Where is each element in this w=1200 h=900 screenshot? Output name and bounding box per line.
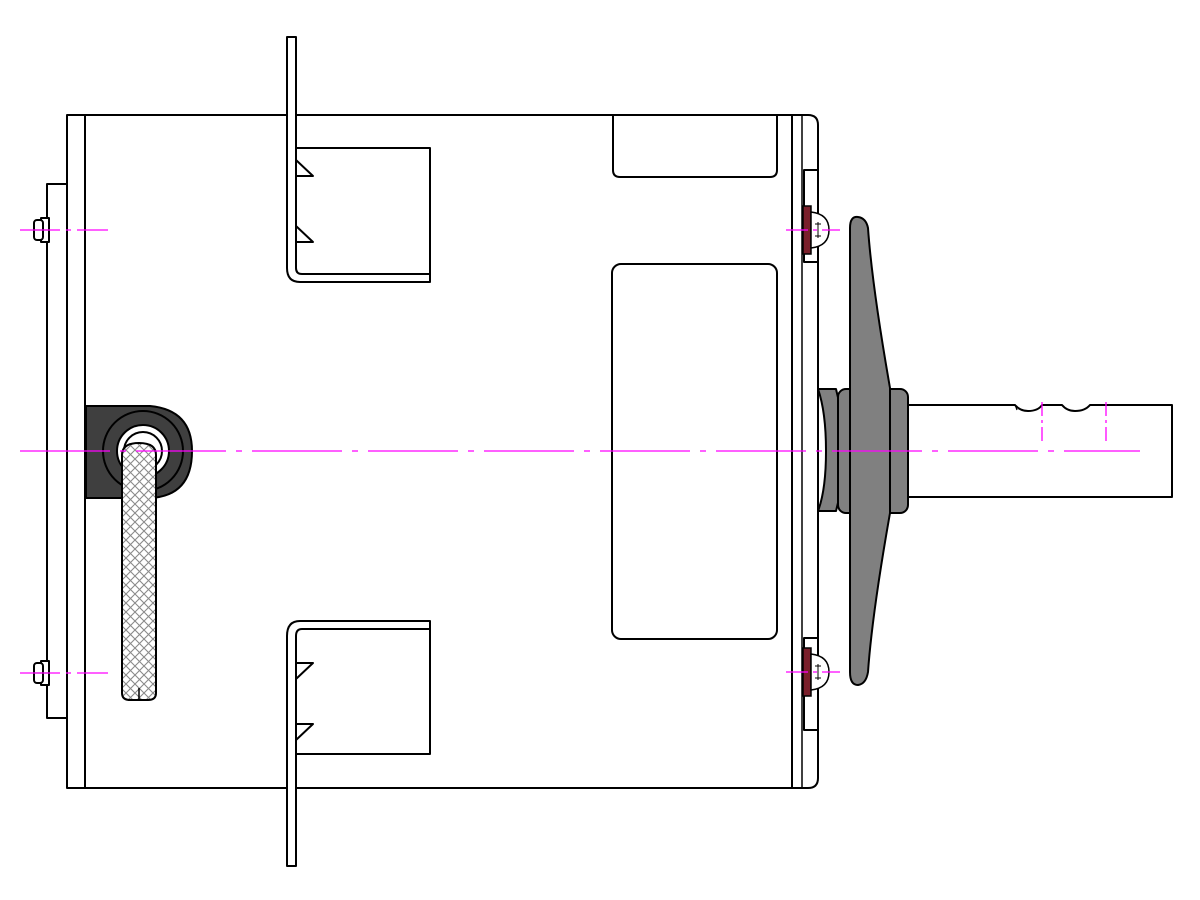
braided-power-cable bbox=[121, 442, 157, 701]
vent-opening-top bbox=[612, 114, 778, 178]
mounting-bracket-top bbox=[286, 36, 431, 283]
mounting-bracket-bottom bbox=[286, 620, 431, 867]
